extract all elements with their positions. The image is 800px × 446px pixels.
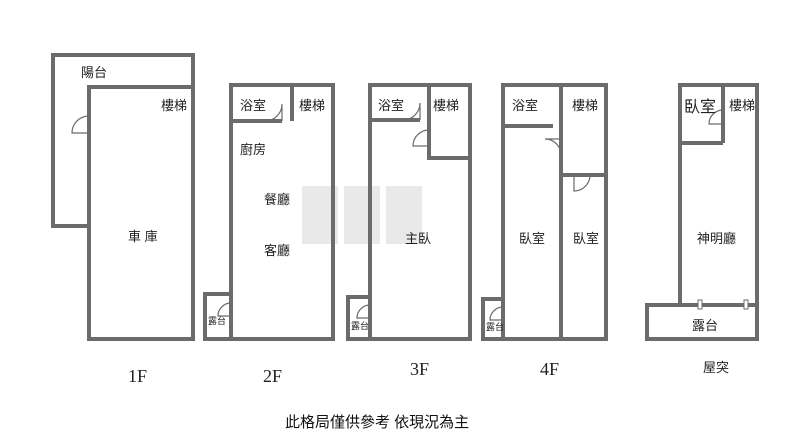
room-label-terrace: 露台 bbox=[692, 318, 718, 333]
watermark bbox=[302, 186, 422, 244]
room-label-master: 主臥 bbox=[405, 231, 431, 246]
room-label-bedroom-b: 臥室 bbox=[573, 231, 599, 246]
sliding-door-post bbox=[743, 299, 749, 310]
room-label-bedroom: 臥室 bbox=[684, 98, 716, 116]
room-label-bedroom-a: 臥室 bbox=[519, 231, 545, 246]
floor-plan-4f: 浴室 樓梯 臥室 臥室 露台 4F bbox=[481, 83, 608, 379]
room-label-stairs: 樓梯 bbox=[572, 98, 598, 113]
room-label-terrace: 露台 bbox=[486, 321, 504, 332]
room-label-bath: 浴室 bbox=[512, 98, 538, 113]
floor-label-3f: 3F bbox=[410, 359, 429, 379]
floor-plan-3f: 浴室 樓梯 主臥 露台 3F bbox=[346, 83, 472, 379]
room-label-kitchen: 廚房 bbox=[240, 142, 266, 157]
room-label-stairs: 樓梯 bbox=[433, 98, 459, 113]
room-label-garage: 車 庫 bbox=[128, 229, 158, 244]
room-label-dining: 餐廳 bbox=[264, 192, 290, 207]
room-label-shrine: 神明廳 bbox=[697, 231, 736, 246]
room-label-balcony: 陽台 bbox=[81, 65, 107, 80]
disclaimer-note: 此格局僅供參考 依現況為主 bbox=[285, 414, 469, 431]
sliding-door-post bbox=[697, 299, 703, 310]
room-label-stairs: 樓梯 bbox=[729, 98, 755, 113]
floor-plan-1f: 陽台 樓梯 車 庫 1F bbox=[51, 53, 195, 386]
floor-plan-2f: 浴室 樓梯 廚房 餐廳 客廳 露台 2F bbox=[203, 83, 335, 386]
floor-plan-roof: 臥室 樓梯 神明廳 露台 屋突 bbox=[645, 83, 759, 375]
door-swing bbox=[71, 115, 90, 134]
room-label-stairs: 樓梯 bbox=[299, 98, 325, 113]
room-label-bath: 浴室 bbox=[378, 98, 404, 113]
room-label-terrace: 露台 bbox=[208, 315, 226, 326]
floor-label-roof: 屋突 bbox=[703, 360, 729, 375]
room-label-stairs: 樓梯 bbox=[161, 98, 187, 113]
floor-label-2f: 2F bbox=[263, 366, 282, 386]
floor-label-1f: 1F bbox=[128, 366, 147, 386]
floor-label-4f: 4F bbox=[540, 359, 559, 379]
room-label-terrace: 露台 bbox=[351, 320, 369, 331]
room-label-living: 客廳 bbox=[264, 243, 290, 258]
room-label-bath: 浴室 bbox=[240, 98, 266, 113]
